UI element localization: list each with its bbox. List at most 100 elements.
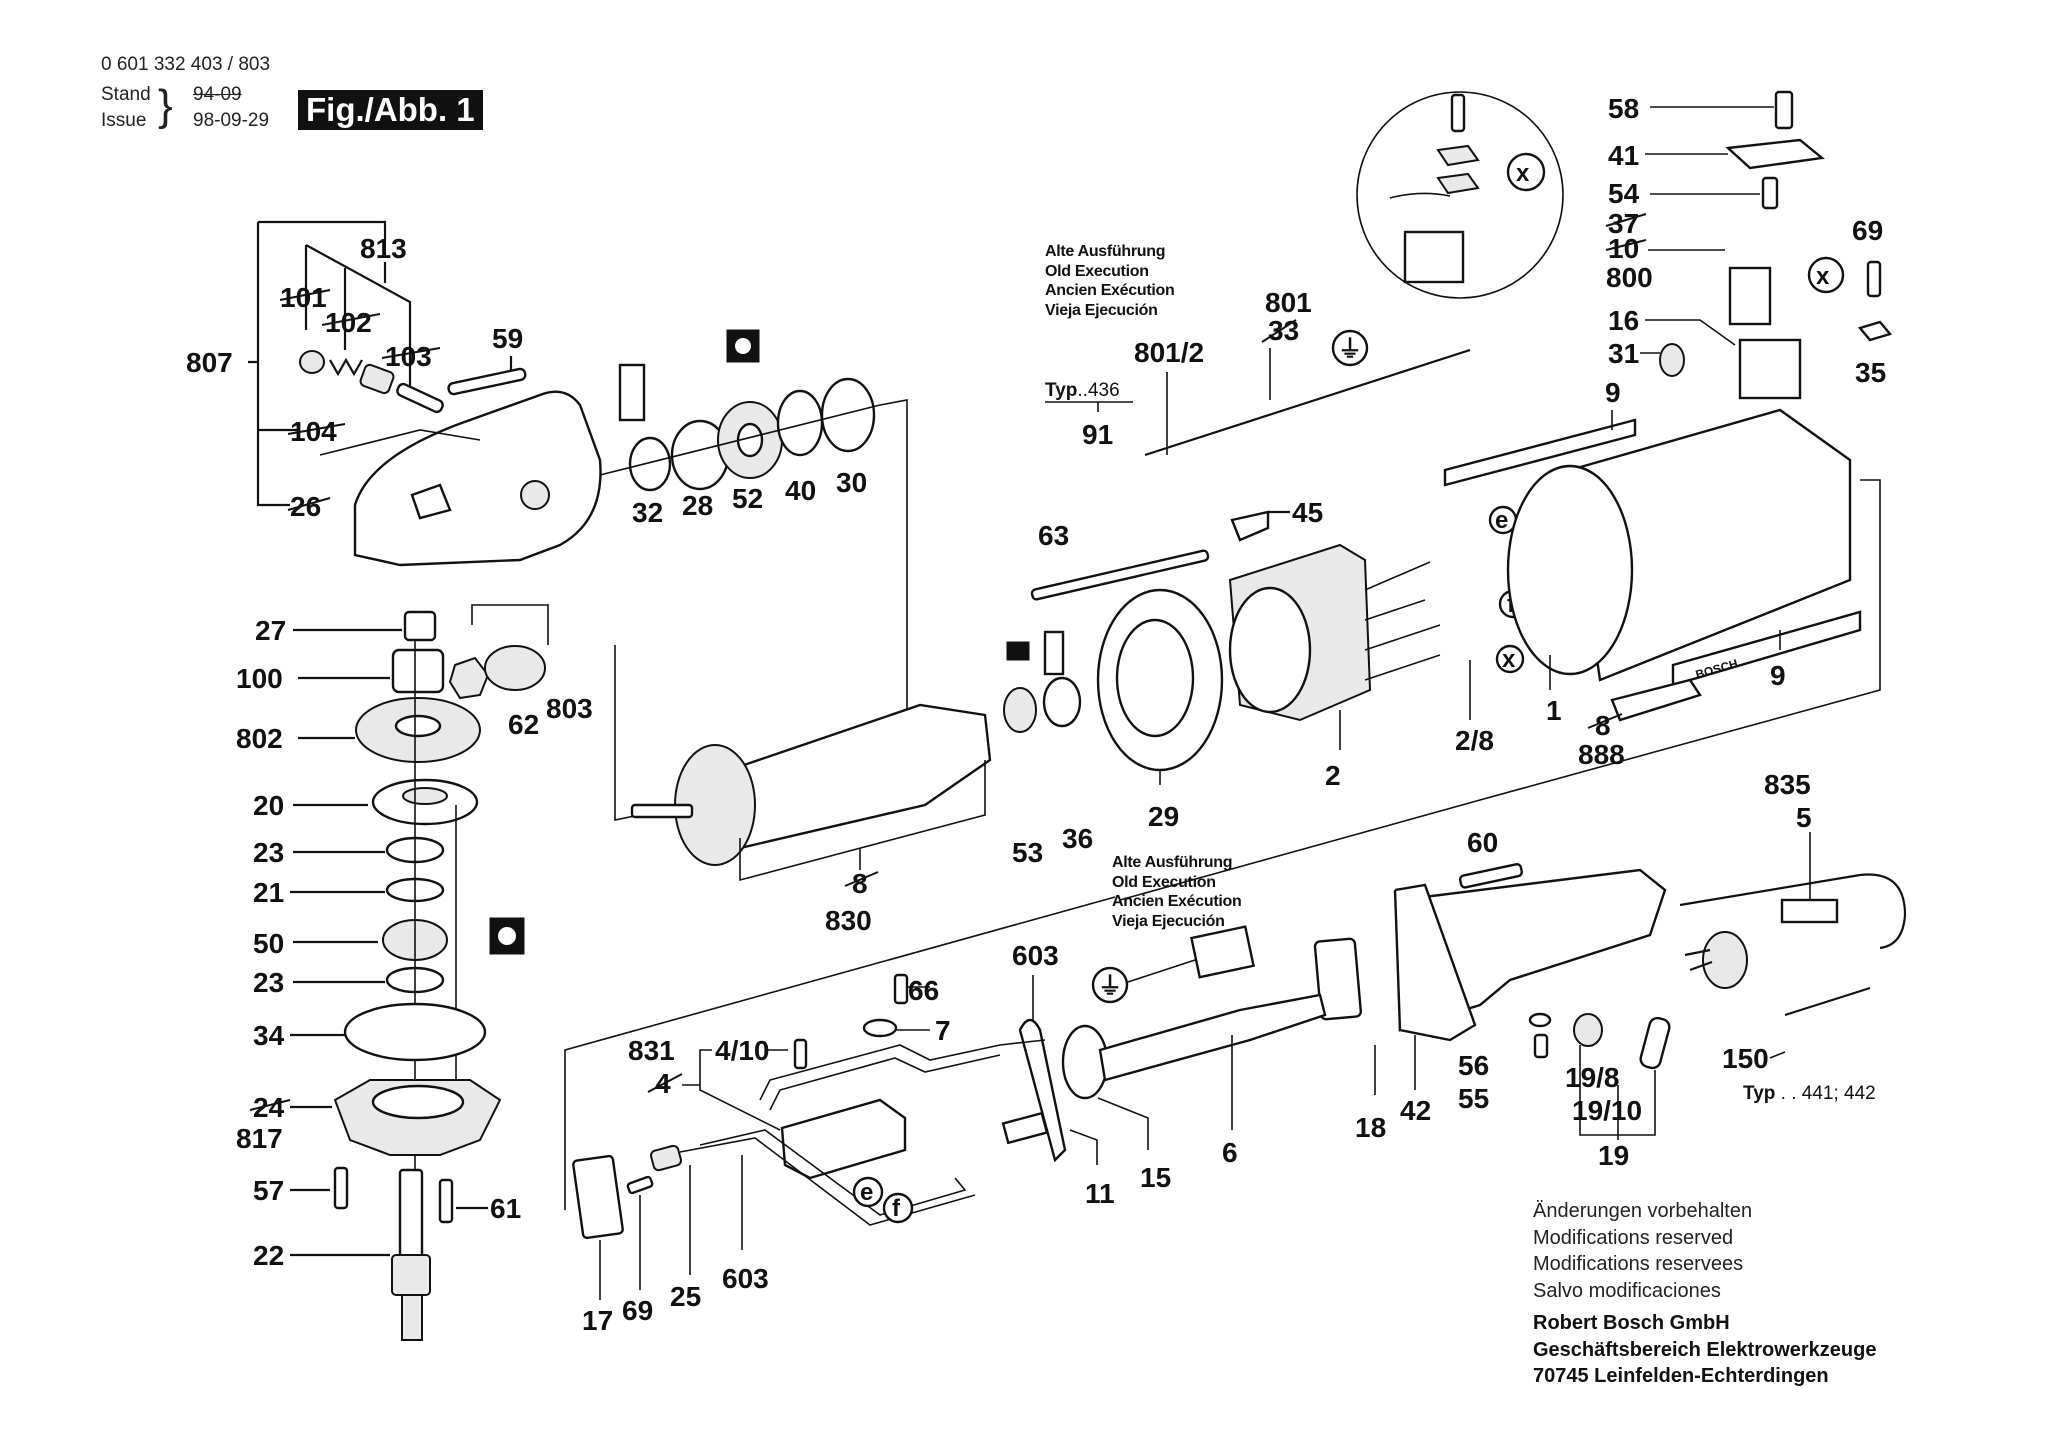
seal-symbol-icon	[618, 363, 646, 422]
housing-bearing-seat	[520, 480, 550, 510]
part-41-cover-plate	[1725, 138, 1825, 170]
old-connector	[1190, 925, 1255, 979]
footer-line: Änderungen vorbehalten	[1533, 1200, 1753, 1222]
part-36-sleeve	[1042, 676, 1082, 728]
field-winding	[1228, 586, 1312, 714]
label-11: 11	[1085, 1178, 1115, 1209]
label-36: 36	[1062, 823, 1093, 854]
part-9-strip-upper	[1443, 418, 1637, 487]
strike-mark	[287, 497, 331, 511]
label-60: 60	[1467, 827, 1498, 858]
ground-symbol-icon	[1091, 966, 1129, 1004]
label-22: 22	[253, 1240, 284, 1271]
footer-division: Geschäftsbereich Elektrowerkzeuge	[1533, 1338, 1877, 1361]
label-807: 807	[186, 347, 233, 378]
part-61-screw	[438, 1178, 454, 1224]
seal-symbol-icon	[1043, 630, 1065, 676]
label-23-lower: 23	[253, 967, 284, 998]
label-29: 29	[1148, 801, 1179, 832]
brace-icon: }	[158, 81, 173, 130]
label-19-8: 19/8	[1565, 1062, 1620, 1093]
label-41: 41	[1608, 140, 1639, 171]
leader-line	[1097, 1097, 1149, 1150]
label-1: 1	[1546, 695, 1562, 726]
part-54-screw	[1761, 176, 1779, 210]
bracket-807	[248, 220, 387, 507]
strike-mark	[1605, 213, 1647, 227]
part-7-clamp	[862, 1018, 898, 1038]
field-lead	[1364, 624, 1441, 651]
label-50: 50	[253, 928, 284, 959]
label-26: 26	[290, 491, 321, 522]
label-800: 800	[1606, 262, 1653, 293]
label-835: 835	[1764, 769, 1811, 800]
leader-line	[319, 429, 481, 456]
label-69-upper: 69	[1852, 215, 1883, 246]
part-801-earth-wire	[1144, 348, 1471, 457]
footer-line: Salvo modificaciones	[1533, 1279, 1721, 1302]
part-9-strip-lower	[1671, 610, 1862, 687]
label-69-lower: 69	[622, 1295, 653, 1326]
label-57: 57	[253, 1175, 284, 1206]
part-11-strain-relief	[1001, 1111, 1049, 1145]
label-33: 33	[1268, 315, 1299, 346]
issue-label: Issue	[101, 110, 147, 131]
part-60-screw	[1458, 863, 1524, 889]
label-56: 56	[1458, 1050, 1489, 1081]
part-19-10-lever	[1639, 1016, 1671, 1070]
label-19-10: 19/10	[1572, 1095, 1642, 1126]
label-603-lower: 603	[722, 1263, 769, 1294]
label-16: 16	[1608, 305, 1639, 336]
footer-line: Modifications reservees	[1533, 1253, 1744, 1275]
stand-label: Stand	[101, 84, 151, 105]
label-6: 6	[1222, 1137, 1238, 1168]
old-execution-note-top: Alte Ausführung Old Execution Ancien Exé…	[1045, 242, 1175, 320]
connector-x-text: x	[1502, 646, 1516, 673]
label-8-nameplate: 8	[1595, 710, 1611, 741]
part-100-clutch	[391, 648, 445, 694]
connector-e-text: e	[860, 1179, 873, 1206]
label-801-2: 801/2	[1134, 337, 1204, 368]
part-803-pinion	[484, 645, 546, 691]
switch-wire-lower	[679, 1137, 976, 1226]
label-53: 53	[1012, 837, 1043, 868]
part-102-spring	[329, 357, 363, 377]
part-57-screw	[333, 1166, 349, 1210]
strike-mark	[844, 871, 879, 887]
label-58: 58	[1608, 93, 1639, 124]
flange-bore	[371, 1084, 465, 1120]
label-30: 30	[836, 467, 867, 498]
figure-label: Fig./Abb. 1	[298, 90, 483, 130]
label-42: 42	[1400, 1095, 1431, 1126]
x-marker-icon	[1807, 256, 1845, 294]
label-831: 831	[628, 1035, 675, 1066]
type-note-436: Typ..436	[1045, 380, 1120, 402]
housing-front-opening	[1506, 464, 1634, 676]
detail-screw	[1450, 93, 1466, 133]
strike-mark	[381, 347, 441, 359]
x-marker-text: x	[1816, 263, 1830, 290]
part-69-screw-lower	[626, 1175, 654, 1195]
part-53-ball-bearing	[1003, 687, 1037, 733]
leader-line	[471, 604, 549, 645]
label-803: 803	[546, 693, 593, 724]
note-line: Alte Ausführung	[1112, 854, 1233, 871]
label-813: 813	[360, 233, 407, 264]
strike-mark	[1605, 239, 1647, 251]
spindle-thread	[401, 1294, 423, 1341]
plug-pin	[1689, 960, 1713, 972]
part-59-screw	[447, 367, 527, 396]
part-35-washer	[1857, 320, 1893, 342]
part-66-screw	[893, 973, 909, 1005]
field-lead	[1364, 561, 1431, 591]
typ-suffix: . . 441; 442	[1775, 1083, 1876, 1104]
part-17-cover-plate	[572, 1154, 624, 1240]
assembly-bracket	[564, 896, 1116, 1210]
label-31: 31	[1608, 338, 1639, 369]
spindle-collar	[391, 1254, 431, 1296]
label-150: 150	[1722, 1043, 1769, 1074]
label-21: 21	[253, 877, 284, 908]
ground-symbol-text: ⏚	[1338, 336, 1362, 363]
connector-e-icon	[852, 1176, 884, 1208]
label-9-upper: 9	[1605, 377, 1621, 408]
